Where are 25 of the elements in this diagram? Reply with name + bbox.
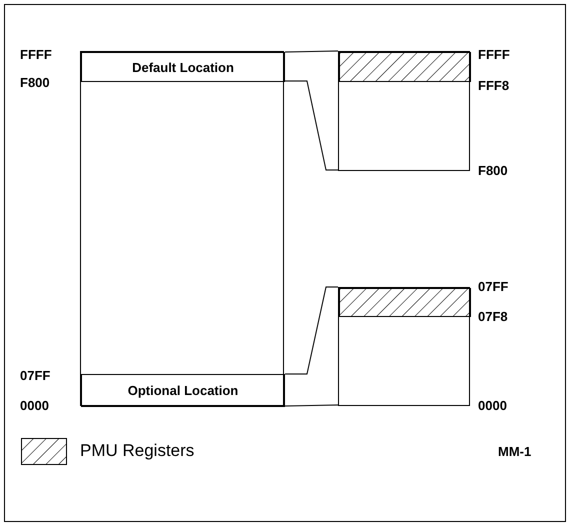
figure-id: MM-1 (498, 444, 532, 460)
connector-line (284, 50, 338, 52)
memory-region-band (81, 374, 285, 407)
memory-block (338, 287, 470, 406)
address-label: F800 (20, 75, 50, 91)
memory-block (80, 51, 284, 406)
region-label: Default Location (132, 60, 234, 74)
legend-label: PMU Registers (80, 441, 194, 461)
connector-line (284, 286, 338, 374)
connector-line (284, 404, 338, 406)
address-label: 0000 (20, 398, 49, 414)
connector-line (284, 80, 338, 170)
address-label: 07FF (478, 279, 508, 295)
address-label: FFF8 (478, 78, 510, 94)
memory-block (338, 51, 470, 171)
address-label: 0000 (478, 398, 507, 414)
hatched-region (339, 288, 471, 317)
region-label: Optional Location (128, 383, 238, 398)
address-label: FFFF (20, 47, 52, 63)
address-label: 07FF (20, 368, 50, 384)
hatched-region (339, 52, 471, 82)
address-label: 07F8 (478, 309, 508, 325)
address-label: FFFF (478, 47, 510, 63)
memory-region-band (81, 52, 285, 82)
address-label: F800 (478, 163, 508, 179)
